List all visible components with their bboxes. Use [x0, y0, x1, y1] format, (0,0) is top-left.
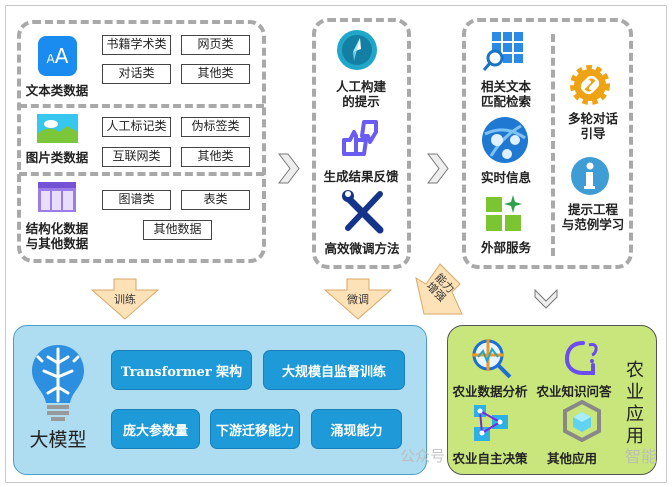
- globe-network-icon: [482, 117, 528, 163]
- finetune-arrow-label: 微调: [347, 293, 369, 306]
- tag: 互联网类: [102, 147, 171, 167]
- enhance-item-label: 外部服务: [480, 240, 531, 255]
- data-analysis-icon: [472, 339, 512, 379]
- tag: 伪标签类: [181, 117, 250, 137]
- feedback-thumbs-icon: [342, 120, 378, 156]
- enhance-item-label: 引导: [580, 126, 606, 141]
- watermark-right: 智能: [625, 447, 658, 466]
- divider: [19, 104, 264, 108]
- enhance-arrow-icon: [415, 263, 463, 315]
- gear-link-icon: [570, 65, 610, 105]
- feature-pill: 涌现能力: [311, 409, 402, 449]
- tag: 表类: [181, 190, 250, 210]
- agri-app-label: 农业知识问答: [536, 384, 612, 399]
- agri-app-label: 农业自主决策: [452, 451, 528, 466]
- structured-data-label-2: 与其他数据: [25, 236, 89, 251]
- figure-frame: [5, 5, 667, 483]
- agri-app-label: 其他应用: [546, 451, 597, 466]
- feature-pill: Transformer 架构: [111, 350, 252, 390]
- finetune-item-label: 人工构建: [335, 79, 386, 94]
- external-services-icon: [486, 195, 522, 231]
- table-icon: [38, 182, 76, 212]
- tag: 图谱类: [102, 190, 171, 210]
- large-model-title: 大模型: [29, 429, 87, 451]
- data-sources-panel: [17, 20, 266, 263]
- watermark-left: 公众号: [400, 447, 446, 465]
- enhancement-panel: [462, 18, 633, 269]
- finetune-arrow-icon: [323, 278, 393, 320]
- info-icon: [571, 157, 609, 195]
- chevron-down-icon: [534, 289, 558, 309]
- finetune-item-label: 生成结果反馈: [323, 169, 399, 184]
- feature-pill: 下游迁移能力: [210, 409, 300, 449]
- divider: [19, 172, 264, 176]
- enhance-item-label: 提示工程: [567, 202, 618, 217]
- tag: 书籍学术类: [102, 35, 171, 55]
- enhance-item-label: 多轮对话: [567, 111, 618, 126]
- tag: 其他类: [181, 64, 250, 84]
- image-picture-icon: [37, 114, 78, 143]
- tag: 对话类: [102, 64, 171, 84]
- enhance-item-label: 与范例学习: [561, 217, 625, 232]
- feature-pill: 庞大参数量: [111, 409, 200, 449]
- finetune-panel: [312, 18, 411, 269]
- tag: 人工标记类: [102, 117, 171, 137]
- enhance-item-label: 相关文本: [480, 79, 531, 94]
- tag: 网页类: [181, 35, 250, 55]
- tag: 其他类: [181, 147, 250, 167]
- brain-bulb-icon: [32, 345, 84, 421]
- enhance-item-label: 实时信息: [480, 170, 531, 185]
- finetune-item-label: 高效微调方法: [324, 241, 400, 256]
- divider: [551, 34, 555, 256]
- finetune-item-label: 的提示: [342, 94, 380, 109]
- text-data-label: 文本类数据: [25, 83, 89, 98]
- train-arrow-icon: [90, 278, 160, 320]
- text-font-icon: AA: [38, 36, 77, 76]
- wrench-screwdriver-icon: [342, 190, 384, 234]
- enhance-item-label: 匹配检索: [480, 94, 531, 109]
- agri-app-label: 农业数据分析: [452, 384, 528, 399]
- question-chat-icon: [564, 341, 598, 375]
- agri-application-title: 农业应用: [626, 360, 644, 447]
- compass-icon: [337, 30, 377, 70]
- feature-pill: 大规模自监督训练: [263, 350, 405, 390]
- chevron-right-icon: [278, 153, 300, 184]
- train-arrow-label: 训练: [114, 293, 136, 306]
- tag: 其他数据: [143, 220, 212, 240]
- chevron-right-icon: [427, 153, 449, 184]
- image-data-label: 图片类数据: [25, 150, 89, 165]
- structured-data-label-1: 结构化数据: [25, 221, 89, 236]
- other-apps-cube-icon: [563, 400, 601, 442]
- autonomous-decision-icon: [474, 405, 508, 441]
- grid-search-icon: [482, 32, 523, 71]
